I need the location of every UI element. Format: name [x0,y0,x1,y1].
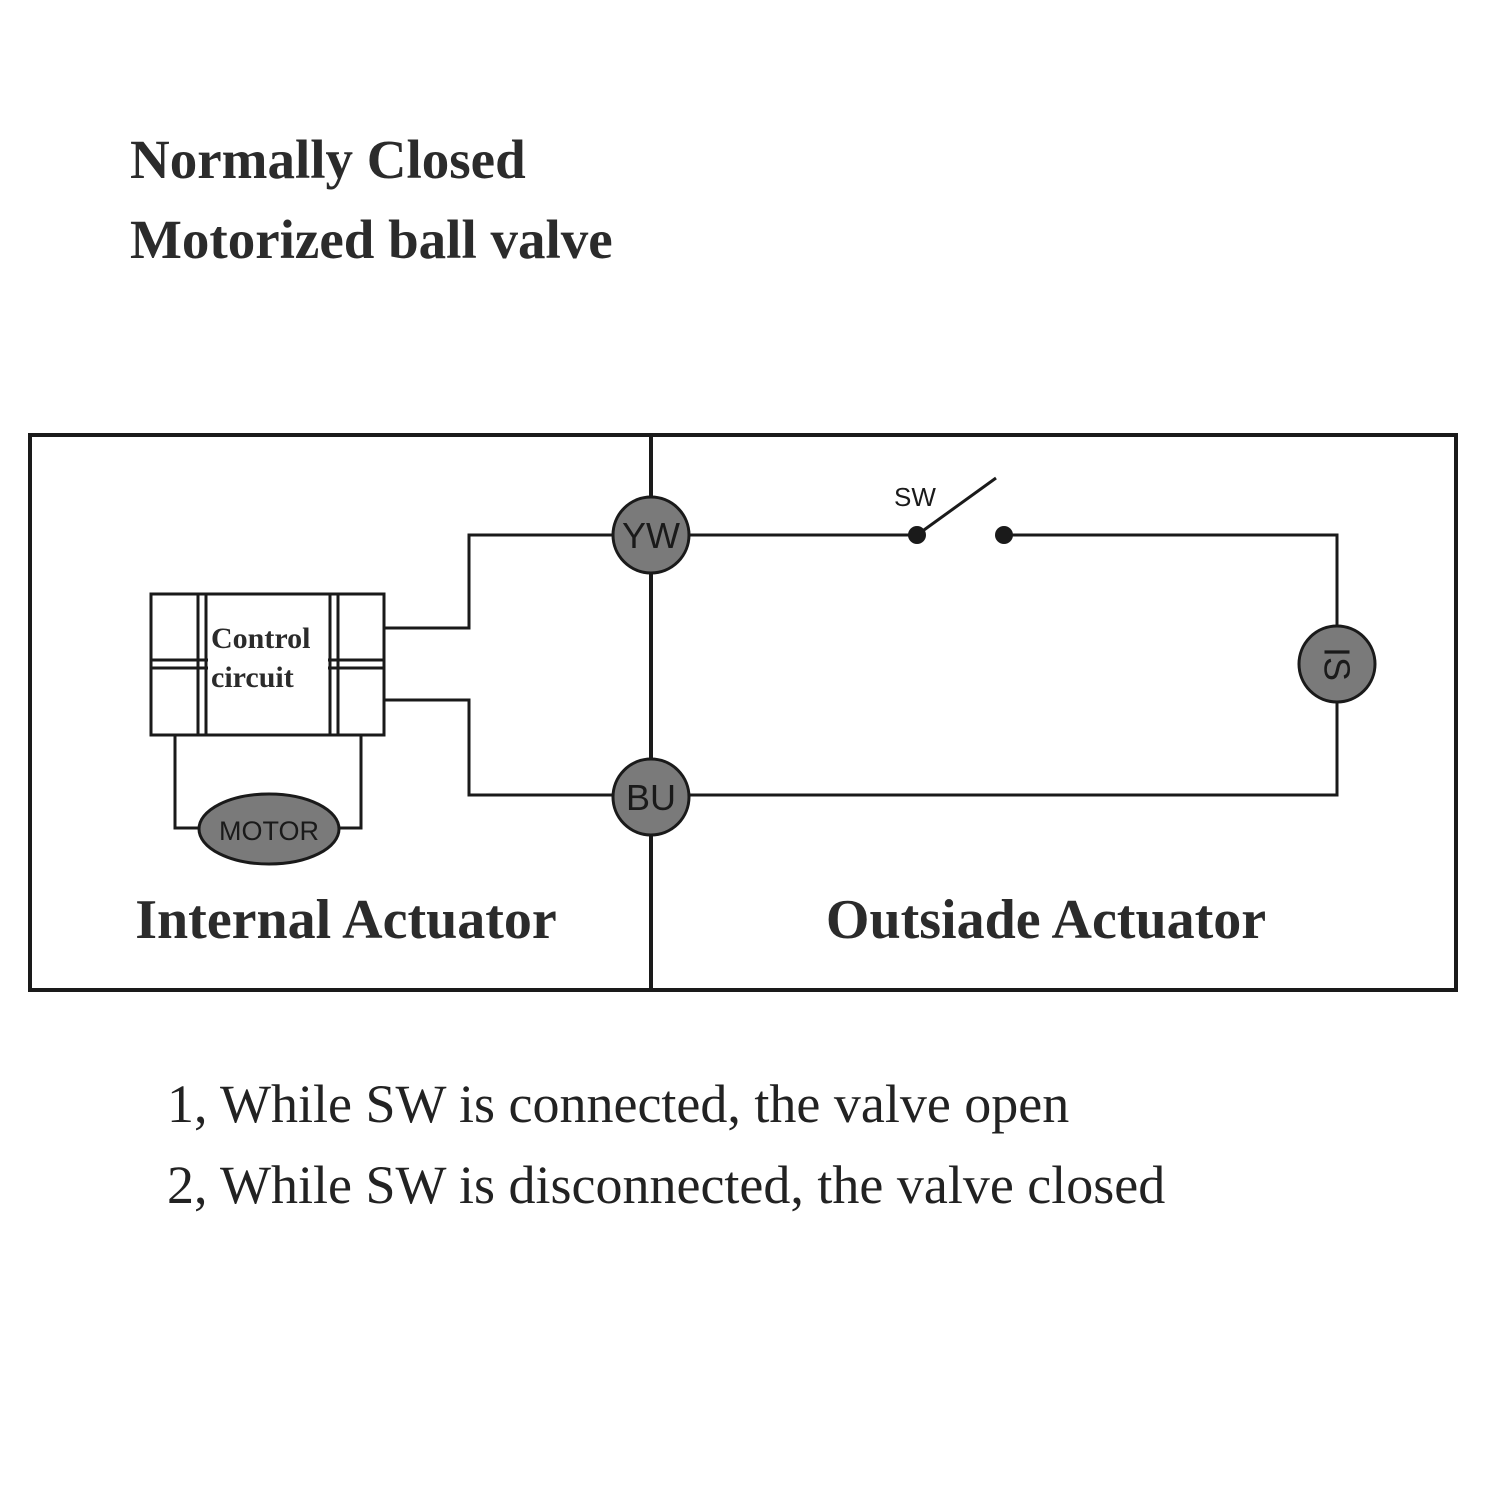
control-circuit-label-2: circuit [211,661,294,694]
switch-label: SW [894,482,936,512]
title-line-2: Motorized ball valve [130,209,613,270]
wire-control-to-yw [384,533,613,630]
motor-wire-left [173,735,200,830]
wire-load-to-bu [689,701,1339,797]
load-terminal: IS [1297,624,1377,704]
motor-symbol [197,792,341,866]
terminal-bu-label: BU [626,777,676,818]
control-circuit-label-1: Control [211,622,310,655]
terminal-bu: BU [611,757,691,837]
switch-lever [916,476,997,537]
terminal-yw: YW [611,495,691,575]
note-2: 2, While SW is disconnected, the valve c… [167,1155,1165,1215]
terminal-yw-label: YW [622,515,680,556]
motor-label: MOTOR [219,816,319,846]
motor-wire-right [338,735,363,830]
note-1: 1, While SW is connected, the valve open [167,1074,1069,1134]
load-terminal-label: IS [1317,647,1358,681]
outside-actuator-label: Outsiade Actuator [826,889,1266,951]
title-line-1: Normally Closed [130,129,526,190]
control-circuit-block: Control circuit [149,592,386,737]
wire-control-to-bu [384,698,613,797]
internal-actuator-label: Internal Actuator [135,889,557,951]
diagram-frame [28,433,1458,992]
wire-switch-to-load [1004,533,1339,627]
